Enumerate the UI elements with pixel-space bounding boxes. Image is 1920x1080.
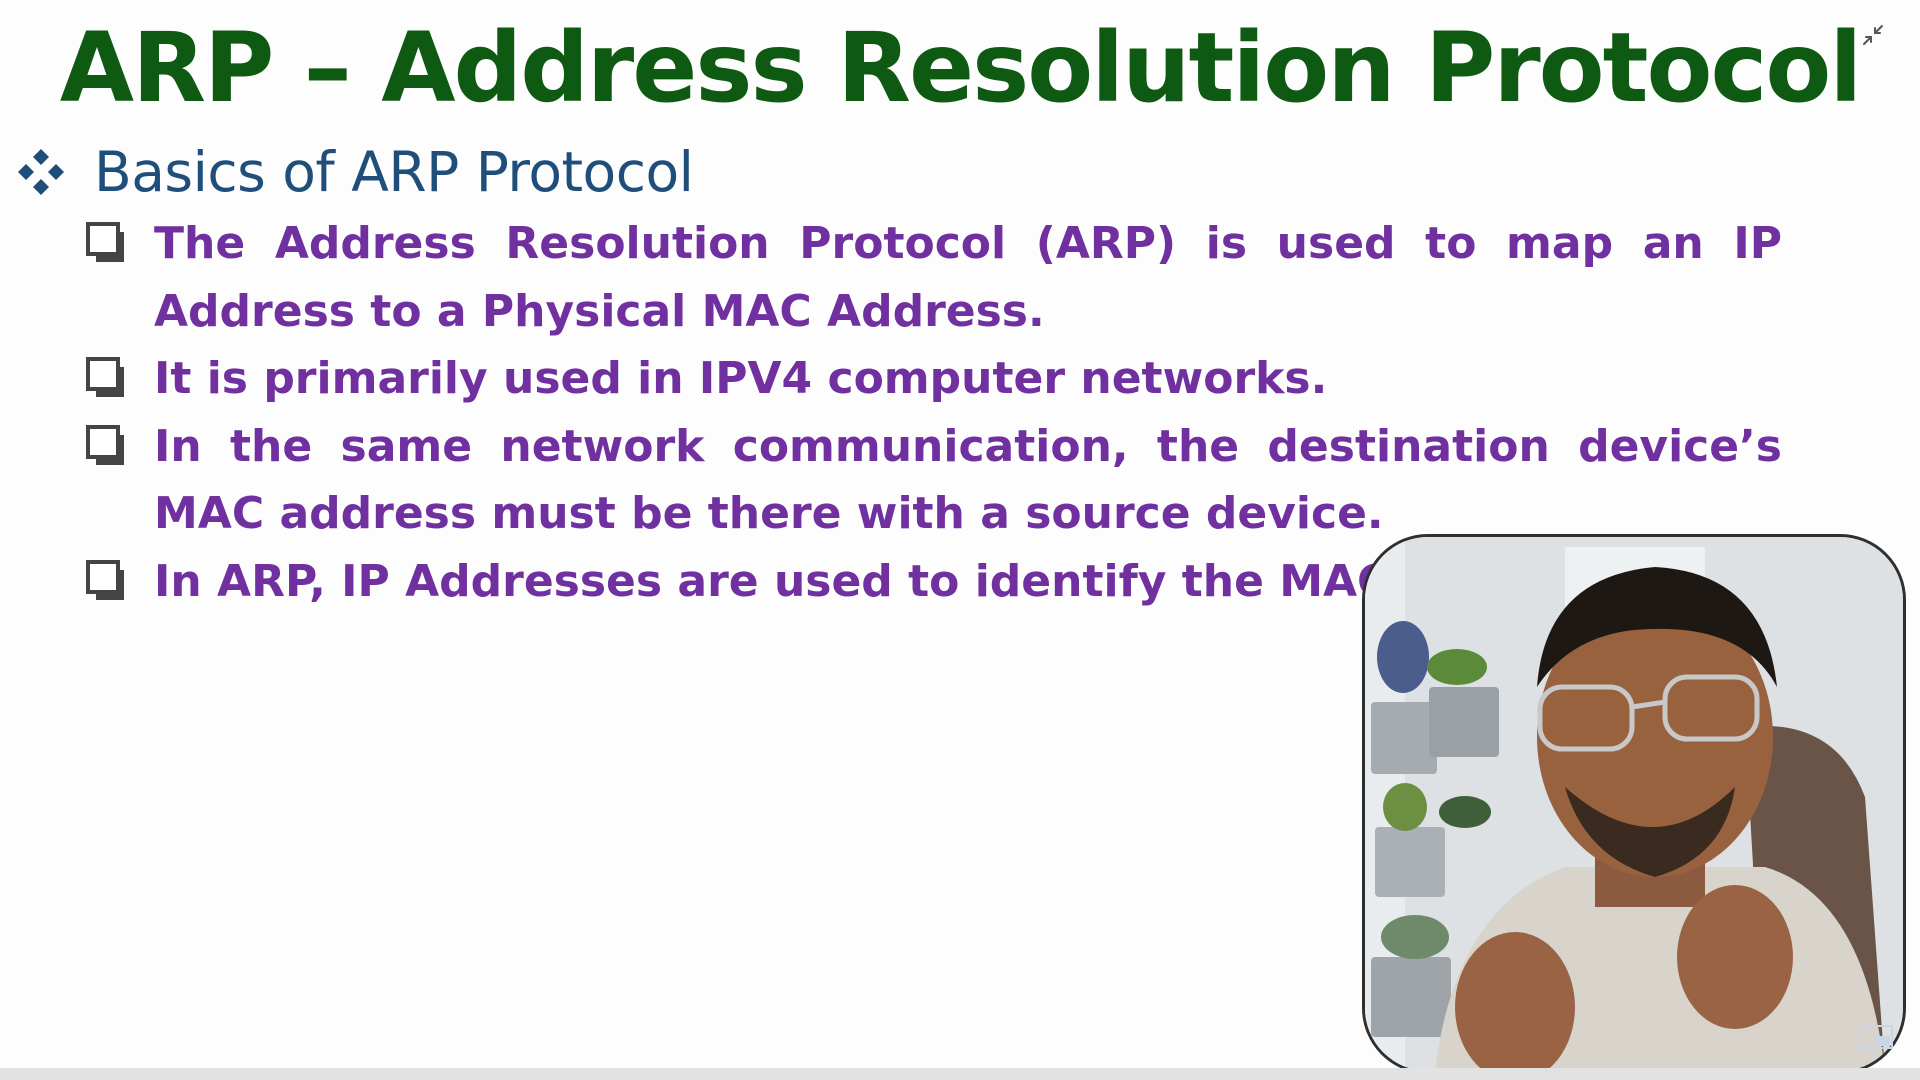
section-heading: Basics of ARP Protocol	[94, 140, 694, 204]
bullet-text: It is primarily used in IPV4 computer ne…	[154, 353, 1328, 404]
hollow-box-icon	[86, 357, 124, 397]
bullet-item: The Address Resolution Protocol (ARP) is…	[86, 210, 1782, 345]
hollow-box-icon	[86, 559, 124, 600]
presenter-video-overlay[interactable]	[1362, 534, 1906, 1074]
heading-row: Basics of ARP Protocol	[14, 140, 694, 204]
plant-decoration	[1371, 621, 1499, 1037]
hollow-box-icon	[86, 222, 124, 262]
bullet-text: The Address Resolution Protocol (ARP) is…	[154, 218, 1782, 337]
minimize-arrows-icon[interactable]	[1858, 20, 1888, 50]
picture-in-picture-icon[interactable]	[1858, 1024, 1894, 1050]
bullet-item: In the same network communication, the d…	[86, 413, 1782, 548]
four-diamond-icon	[18, 149, 64, 195]
bottom-bar	[0, 1068, 1920, 1080]
presenter-video-frame	[1365, 537, 1903, 1071]
bullet-item: It is primarily used in IPV4 computer ne…	[86, 345, 1782, 413]
bullet-list: The Address Resolution Protocol (ARP) is…	[86, 210, 1782, 615]
hollow-box-icon	[86, 424, 124, 465]
slide-title: ARP – Address Resolution Protocol	[59, 12, 1862, 124]
bullet-text: In the same network communication, the d…	[154, 420, 1782, 540]
